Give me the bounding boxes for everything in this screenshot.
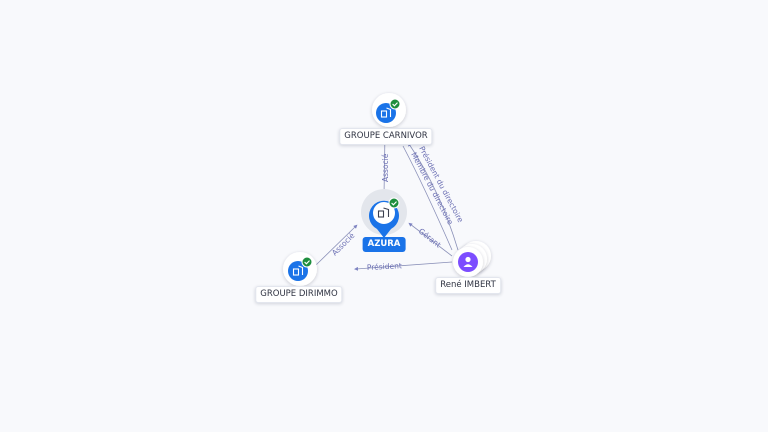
verified-check-icon xyxy=(388,197,400,209)
building-icon xyxy=(377,207,390,218)
label-rene-imbert[interactable]: René IMBERT xyxy=(435,277,501,294)
edge-dirimmo-azura[interactable] xyxy=(315,224,358,266)
node-groupe-carnivor[interactable] xyxy=(372,93,406,127)
node-rene-imbert[interactable] xyxy=(453,241,491,277)
node-groupe-dirimmo[interactable] xyxy=(283,252,317,286)
person-icon xyxy=(463,256,473,267)
edge-imbert-azura[interactable] xyxy=(408,222,453,257)
node-azura[interactable] xyxy=(361,189,407,238)
label-groupe-carnivor[interactable]: GROUPE CARNIVOR xyxy=(339,128,433,145)
verified-check-icon xyxy=(301,256,313,268)
edge-imbert-dirimmo[interactable] xyxy=(354,261,453,271)
edge-label-dirimmo-azura: Associé xyxy=(330,231,357,258)
edges xyxy=(315,129,459,271)
verified-check-icon xyxy=(389,98,401,110)
edge-label-carnivor-azura: Associé xyxy=(381,153,390,182)
edge-imbert-carnivor-1[interactable] xyxy=(407,142,459,251)
edge-label-imbert-dirimmo: Président xyxy=(367,261,402,272)
edge-imbert-carnivor-2[interactable] xyxy=(402,145,453,251)
building-icon xyxy=(292,265,304,276)
label-azura[interactable]: AZURA xyxy=(362,237,406,252)
building-icon xyxy=(380,107,392,118)
edge-label-imbert-azura: Gérant xyxy=(417,226,443,249)
label-groupe-dirimmo[interactable]: GROUPE DIRIMMO xyxy=(255,286,343,303)
